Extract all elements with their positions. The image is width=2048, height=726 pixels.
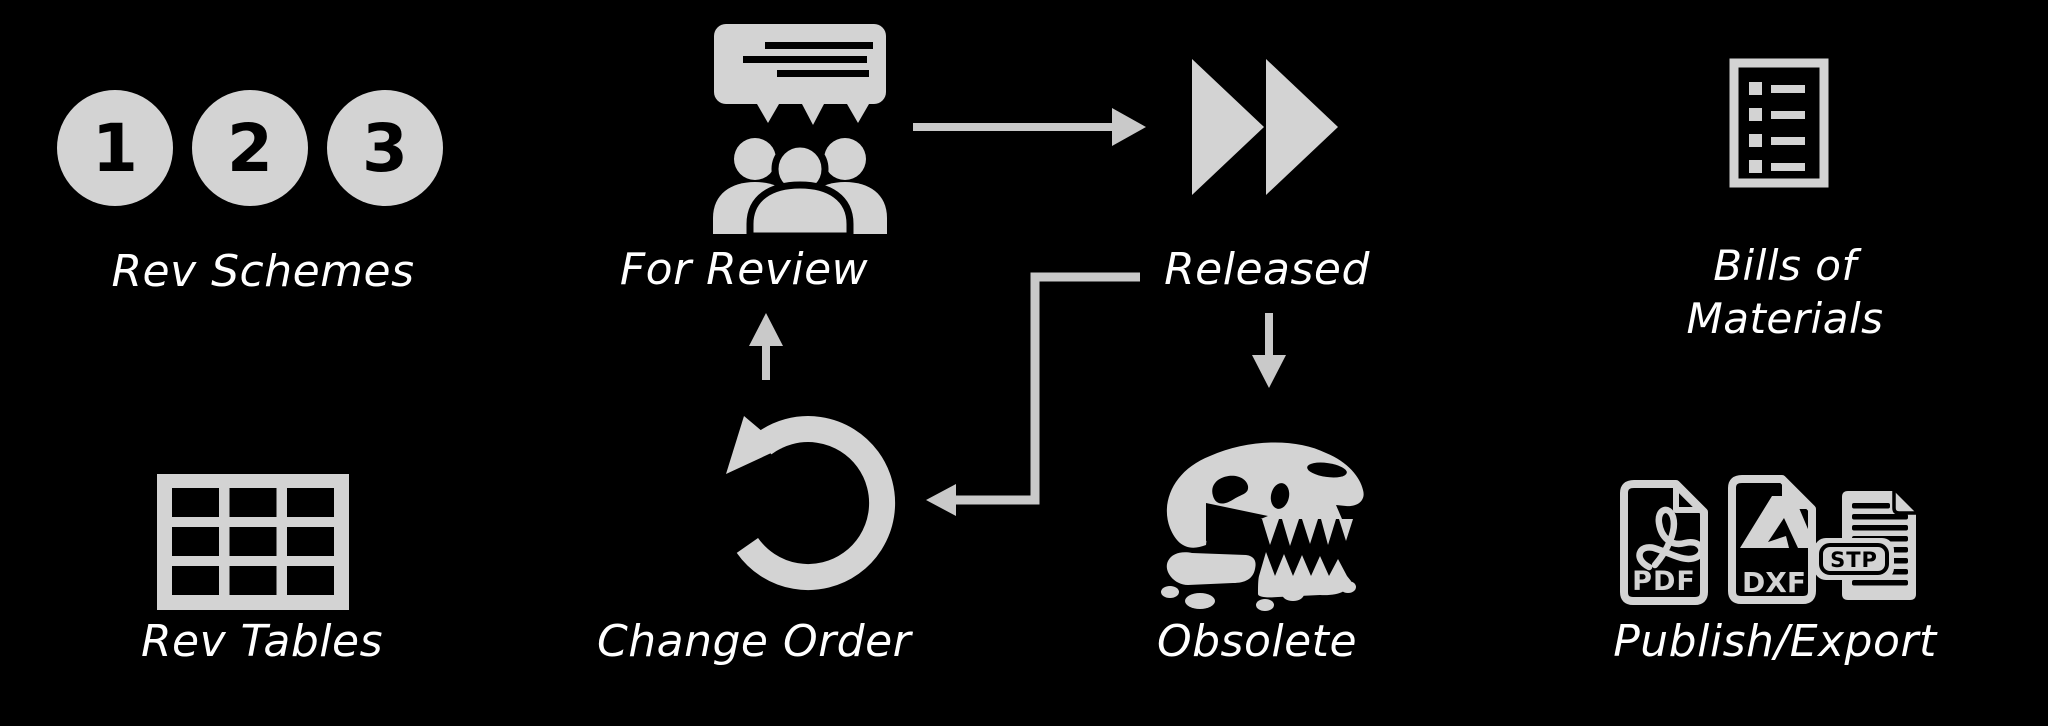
document-checklist-icon xyxy=(1729,58,1829,188)
fast-forward-icon xyxy=(1192,59,1338,195)
stp-badge-text: STP xyxy=(1830,548,1878,572)
change-order-label: Change Order xyxy=(597,616,912,667)
pdf-badge-text: PDF xyxy=(1632,566,1696,597)
arrow-released-to-changeorder-icon xyxy=(926,272,1140,516)
acrobat-swirl-glyph xyxy=(1636,506,1705,571)
table-grid-icon xyxy=(157,474,349,610)
publish-export-label: Publish/Export xyxy=(1613,616,1937,667)
rev-tables-label: Rev Tables xyxy=(140,616,384,667)
bills-of-materials-label-line2: Materials xyxy=(1686,293,1884,343)
number-2: 2 xyxy=(227,109,273,187)
bills-of-materials-label: Bills of Materials xyxy=(1635,240,1935,345)
meeting-discussion-icon xyxy=(713,24,887,240)
number-3: 3 xyxy=(362,109,408,187)
rev-schemes-label: Rev Schemes xyxy=(111,246,415,297)
pdf-file-icon: PDF xyxy=(1620,480,1708,605)
autodesk-a-glyph xyxy=(1740,496,1816,548)
stp-file-icon: STP xyxy=(1814,491,1916,600)
for-review-label: For Review xyxy=(619,244,869,295)
fossil-skull-icon xyxy=(1161,442,1364,611)
dxf-file-icon: DXF xyxy=(1728,475,1816,604)
bills-of-materials-label-line1: Bills of xyxy=(1713,241,1857,290)
arrow-review-to-released-icon xyxy=(913,108,1146,146)
circle-number-3: 3 xyxy=(327,90,443,206)
obsolete-label: Obsolete xyxy=(1156,616,1358,667)
circular-arrow-icon xyxy=(726,416,896,591)
arrow-changeorder-to-review-icon xyxy=(749,313,783,380)
dxf-badge-text: DXF xyxy=(1742,566,1806,599)
circle-number-1: 1 xyxy=(57,90,173,206)
node-rev-schemes: 1 2 3 Rev Schemes xyxy=(0,0,480,320)
circle-number-2: 2 xyxy=(192,90,308,206)
released-label: Released xyxy=(1164,244,1370,295)
number-1: 1 xyxy=(92,109,138,187)
arrow-released-to-obsolete-icon xyxy=(1252,313,1286,388)
